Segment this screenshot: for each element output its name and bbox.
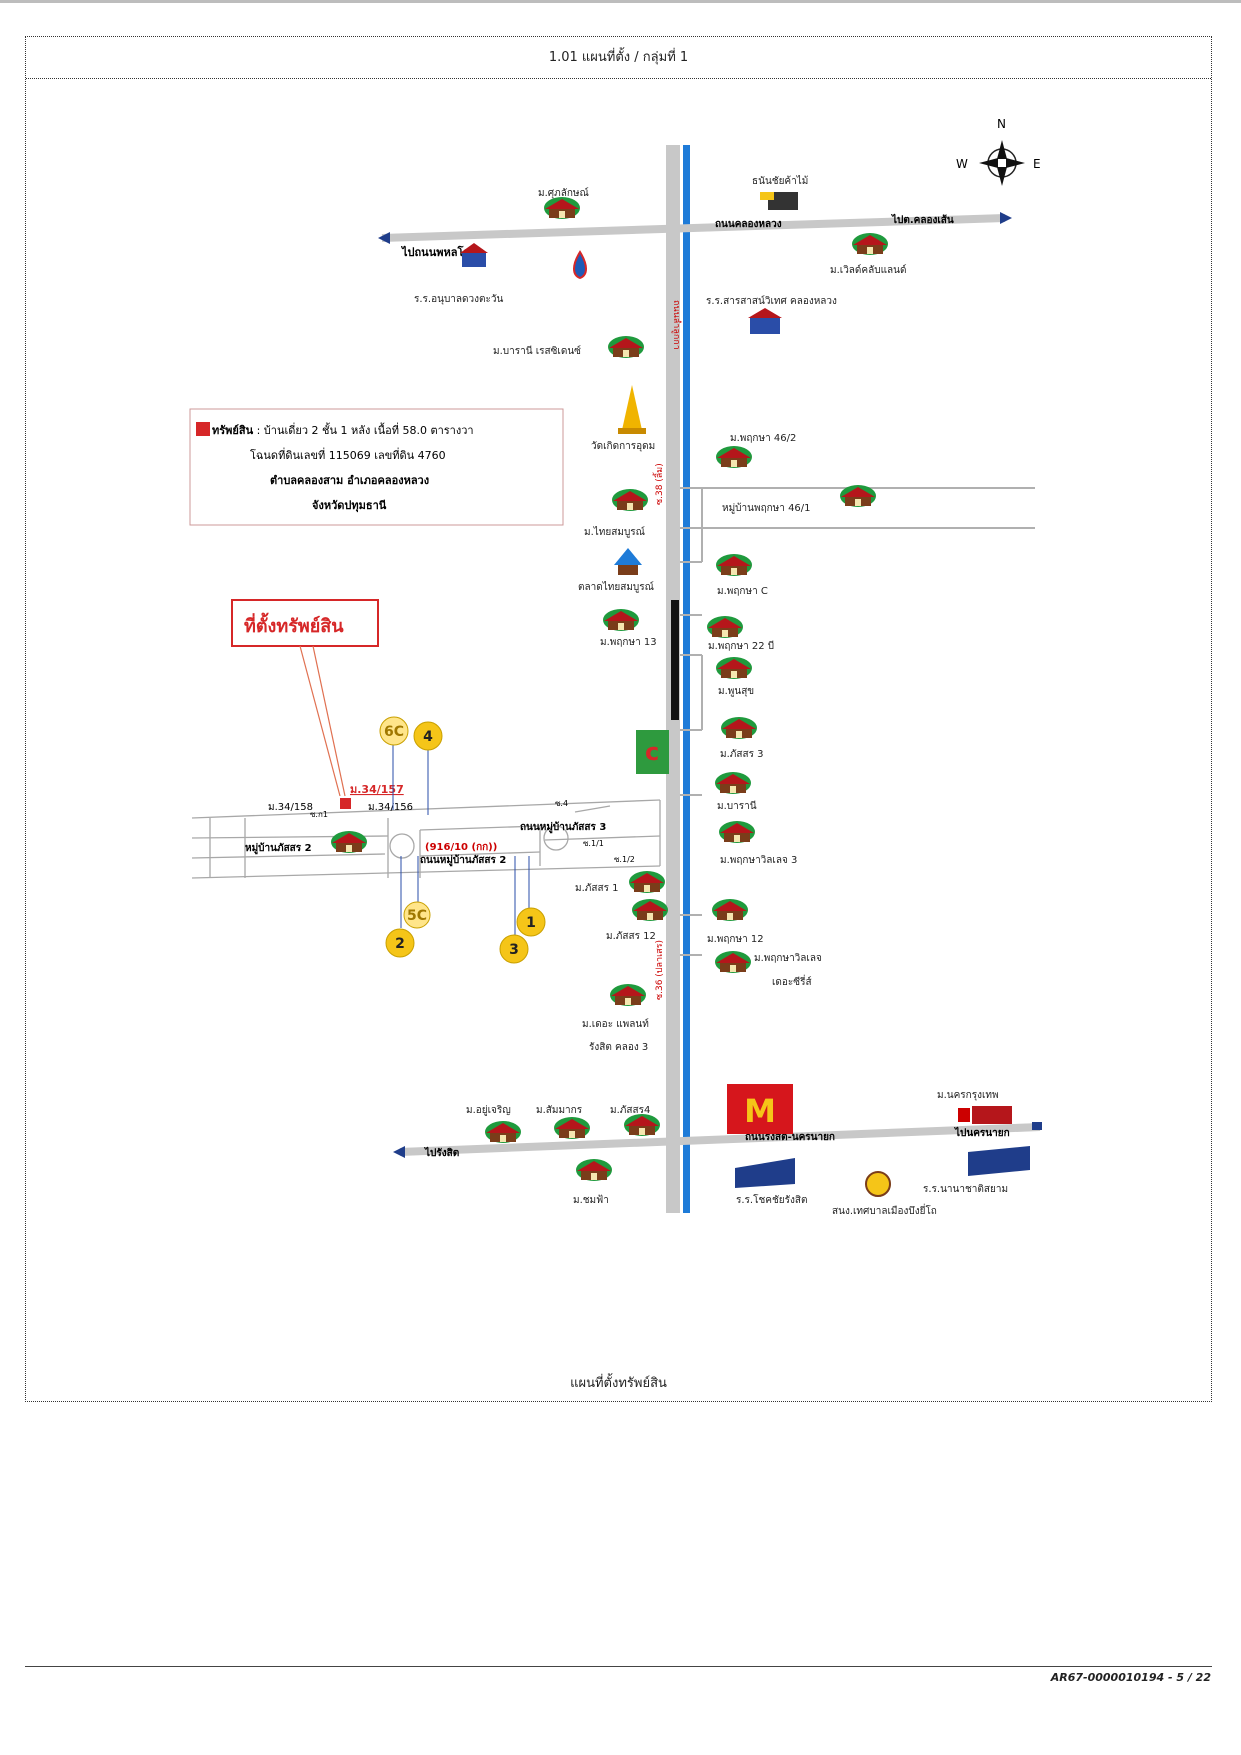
label-stadium: สนง.เทศบาลเมืองบึงยี่โถ bbox=[832, 1203, 937, 1217]
south-road bbox=[399, 1123, 1041, 1156]
label-school-nana: ร.ร.นานาชาติสยาม bbox=[923, 1184, 1008, 1195]
svg-text:c: c bbox=[645, 738, 659, 766]
marker-4: 4 bbox=[423, 729, 433, 745]
label-m-pruksaville-3: ม.พฤกษาวิลเลจ 3 bbox=[720, 855, 797, 866]
building-icon bbox=[735, 1106, 1030, 1188]
label-mb-pruksa-46-1: หมู่บ้านพฤกษา 46/1 bbox=[722, 502, 811, 514]
label-m-pruksaville: ม.พฤกษาวิลเลจ bbox=[754, 953, 822, 964]
label-m-the-plant: ม.เดอะ แพลนท์ bbox=[582, 1018, 649, 1030]
label-wat: วัดเกิดการอุดม bbox=[591, 441, 655, 452]
property-marker bbox=[340, 798, 351, 809]
compass-n: N bbox=[997, 117, 1006, 131]
soi-4-label: ซ.4 bbox=[555, 799, 568, 808]
timber-shop-icon bbox=[760, 192, 798, 210]
info-line1: ทรัพย์สิน : บ้านเดี่ยว 2 ชั้น 1 หลัง เนื… bbox=[212, 422, 474, 437]
marker-5c: 5C bbox=[407, 908, 427, 924]
label-m-baranee2: ม.บารานี bbox=[717, 800, 757, 812]
svg-text:M: M bbox=[744, 1092, 776, 1130]
map-caption: แผนที่ตั้งทรัพย์สิน bbox=[570, 1376, 667, 1391]
label-m-pruksa-12: ม.พฤกษา 12 bbox=[707, 934, 764, 945]
lot-34-158-label: ม.34/158 bbox=[268, 802, 313, 813]
label-m-pruksa-c: ม.พฤกษา C bbox=[717, 586, 768, 597]
label-school-anuban: ร.ร.อนุบาลดวงตะวัน bbox=[414, 294, 504, 305]
village-road-network bbox=[191, 799, 661, 879]
marker-6c: 6C bbox=[384, 724, 404, 740]
village-name-label: หมู่บ้านภัสสร 2 bbox=[245, 842, 312, 855]
label-school-sarasas: ร.ร.สารสาสน์วิเทศ คลองหลวง bbox=[706, 295, 837, 307]
gas-station-icon bbox=[573, 250, 587, 280]
landmark-labels: ม.ศุภลักษณ์ ธนันชัยค้าไม้ ม.เวิลด์คลับแล… bbox=[414, 175, 1008, 1217]
label-m-baranee: ม.บารานี เรสซิเดนซ์ bbox=[493, 345, 581, 357]
soi-road-code-label: (916/10 (กก)) bbox=[425, 842, 497, 853]
south-right-road-label: ไปนครนายก bbox=[954, 1126, 1010, 1139]
south-left-road-label: ไปรังสิต bbox=[424, 1146, 459, 1159]
north-road bbox=[381, 214, 1006, 242]
compass-w: W bbox=[956, 157, 968, 171]
callout-label: ที่ตั้งทรัพย์สิน bbox=[244, 612, 344, 637]
property-info-box bbox=[189, 408, 564, 526]
soi-g1-label: ซ.ก1 bbox=[310, 810, 328, 819]
label-m-yoocharoen: ม.อยู่เจริญ bbox=[466, 1105, 511, 1116]
label-school-chokchai: ร.ร.โชคชัยรังสิต bbox=[736, 1193, 807, 1206]
label-m-nakhon-krungthep: ม.นครกรุงเทพ bbox=[937, 1090, 999, 1101]
label-m-passorn-1: ม.ภัสสร 1 bbox=[575, 883, 618, 894]
label-thanachai: ธนันชัยค้าไม้ bbox=[752, 175, 808, 187]
label-m-kulalak: ม.ศุภลักษณ์ bbox=[538, 187, 589, 199]
label-m-poonsuk: ม.พูนสุข bbox=[718, 686, 754, 697]
north-right-road-label: ไปต.คลองเส้น bbox=[891, 213, 954, 226]
municipal-seal-icon bbox=[865, 1171, 891, 1197]
page-title: 1.01 แผนที่ตั้ง / กลุ่มที่ 1 bbox=[26, 37, 1211, 79]
photo-markers: 6C 4 5C 2 1 3 bbox=[379, 716, 546, 964]
soi-36-label: ซ.36 (ปลาเสร) bbox=[655, 940, 665, 1000]
property-callout bbox=[231, 599, 379, 647]
label-m-thai-somboon: ม.ไทยสมบูรณ์ bbox=[584, 526, 645, 538]
soi-38-label: ซ.38 (ลิ้ม) bbox=[652, 463, 665, 505]
label-m-pruksa-46-2: ม.พฤกษา 46/2 bbox=[730, 433, 796, 444]
label-m-pruksa-13: ม.พฤกษา 13 bbox=[600, 637, 657, 648]
canal bbox=[683, 145, 690, 1213]
label-m-passorn4: ม.ภัสสร4 bbox=[610, 1105, 650, 1116]
info-line2: โฉนดที่ดินเลขที่ 115069 เลขที่ดิน 4760 bbox=[250, 447, 446, 462]
temple-icon bbox=[618, 385, 646, 434]
marker-3: 3 bbox=[509, 942, 519, 958]
village-road-label: ถนนหมู่บ้านภัสสร 3 bbox=[520, 821, 606, 834]
label-m-chomfah: ม.ชมฟ้า bbox=[573, 1194, 609, 1206]
marker-2: 2 bbox=[395, 936, 405, 952]
label-market: ตลาดไทยสมบูรณ์ bbox=[578, 581, 654, 593]
compass-rose: N W E bbox=[956, 117, 1041, 186]
soi-1-2-label: ซ.1/2 bbox=[614, 855, 635, 864]
north-mid-road-label: ถนนคลองหลวง bbox=[715, 219, 782, 230]
road-label-vertical: ถนนลำลูกกา bbox=[671, 300, 682, 350]
label-m-passorn-3: ม.ภัสสร 3 bbox=[720, 749, 763, 760]
soi-1-1-label: ซ.1/1 bbox=[583, 839, 604, 848]
top-rule bbox=[0, 0, 1241, 3]
label-the-series: เดอะซีรี่ส์ bbox=[772, 974, 812, 988]
footer-rule bbox=[25, 1666, 1212, 1667]
info-line4: จังหวัดปทุมธานี bbox=[312, 499, 387, 513]
big-c-icon: c bbox=[636, 730, 669, 774]
label-m-world-club: ม.เวิลด์คลับแลนด์ bbox=[830, 264, 907, 276]
market-icon bbox=[614, 548, 642, 575]
label-rangsit-k3: รังสิต คลอง 3 bbox=[589, 1042, 648, 1053]
map-frame: 1.01 แผนที่ตั้ง / กลุ่มที่ 1 แผนที่ตั้งท… bbox=[25, 36, 1212, 1402]
road-segment-dark bbox=[671, 600, 679, 720]
lot-34-157-label: ม.34/157 bbox=[350, 783, 404, 796]
school-icon bbox=[460, 243, 782, 334]
label-m-sommarn: ม.สัมมากร bbox=[536, 1105, 583, 1116]
mcdonalds-icon: M bbox=[727, 1084, 793, 1134]
label-m-pruksa-22: ม.พฤกษา 22 บี bbox=[708, 640, 774, 652]
compass-e: E bbox=[1033, 157, 1041, 171]
info-line3: ตำบลคลองสาม อำเภอคลองหลวง bbox=[270, 474, 429, 487]
label-m-passorn-12: ม.ภัสสร 12 bbox=[606, 931, 656, 942]
lot-34-156-label: ม.34/156 bbox=[368, 802, 413, 813]
soi-road-name-label: ถนนหมู่บ้านภัสสร 2 bbox=[420, 854, 506, 867]
marker-1: 1 bbox=[526, 915, 536, 931]
document-id: AR67-0000010194 - 5 / 22 bbox=[1050, 1671, 1211, 1684]
